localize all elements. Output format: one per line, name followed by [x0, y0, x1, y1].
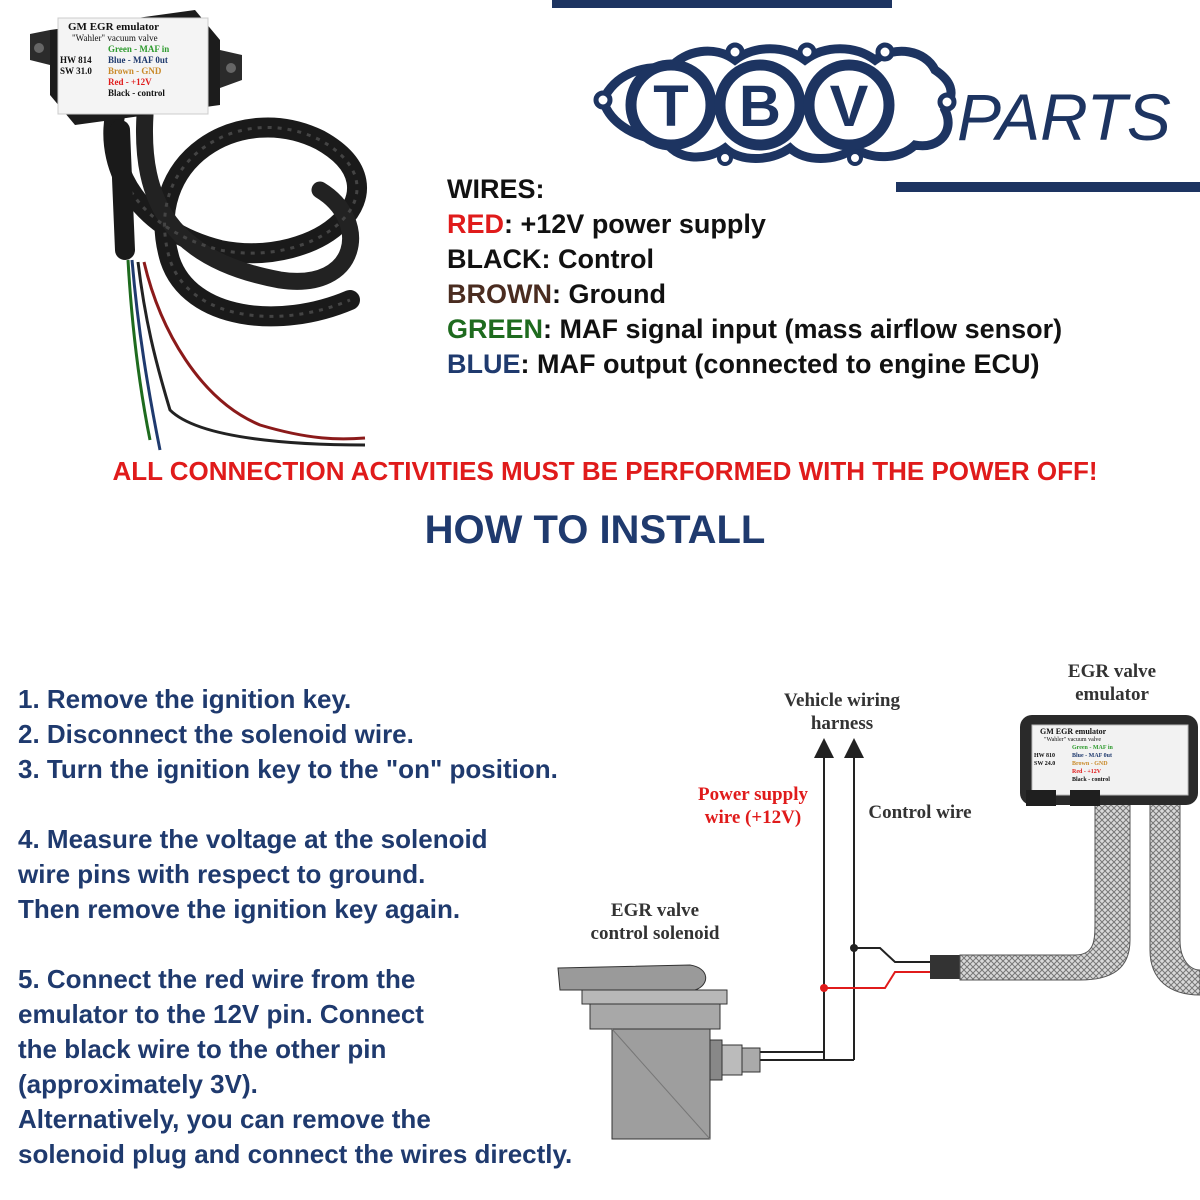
wires-legend: WIRES: RED: +12V power supply BLACK: Con… — [447, 172, 1062, 382]
device-label: GM EGR emulator "Wahler" vacuum valve HW… — [60, 22, 200, 99]
mini-label-hw: HW 810 — [1034, 753, 1056, 759]
mini-label-subtitle: "Wahler" vacuum valve — [1044, 737, 1102, 743]
wire-desc: : MAF output (connected to engine ECU) — [520, 349, 1040, 379]
power-label-line: wire (+12V) — [704, 807, 802, 828]
wire-name-brown: BROWN — [447, 279, 552, 309]
step-4-line: 4. Measure the voltage at the solenoid — [18, 824, 488, 854]
mini-label-line: Blue - MAF 0ut — [1072, 753, 1112, 759]
mini-label-sw: SW 24.0 — [1034, 761, 1056, 767]
power-supply-label: Power supply wire (+12V) — [680, 783, 826, 829]
solenoid-label-line: EGR valve — [610, 900, 700, 921]
device-label-line: Brown - GND — [108, 66, 162, 76]
wire-name-green: GREEN — [447, 314, 544, 344]
wire-desc: : Control — [541, 244, 654, 274]
logo-letter: V — [830, 74, 869, 139]
step-5-line: Alternatively, you can remove the — [18, 1104, 431, 1134]
harness-label: Vehicle wiring harness — [762, 689, 922, 735]
wiring-diagram — [557, 715, 1200, 1140]
mini-label-line: Red - +12V — [1072, 769, 1102, 775]
junction-dot — [850, 944, 858, 952]
solenoid-label: EGR valve control solenoid — [575, 899, 735, 945]
device-label-line: Black - control — [108, 88, 165, 98]
mini-label-line: Green - MAF in — [1072, 745, 1113, 751]
device-label-subtitle: "Wahler" vacuum valve — [72, 33, 158, 43]
step-5-line: emulator to the 12V pin. Connect — [18, 999, 424, 1029]
wire-name-black: BLACK — [447, 244, 542, 274]
power-off-warning: ALL CONNECTION ACTIVITIES MUST BE PERFOR… — [112, 456, 1098, 486]
mini-label-title: GM EGR emulator — [1040, 727, 1107, 736]
step-5-line: the black wire to the other pin — [18, 1034, 387, 1064]
harness-label-line: Vehicle wiring — [784, 690, 900, 711]
device-label-line: Red - +12V — [108, 77, 152, 87]
install-steps: 1. Remove the ignition key. 2. Disconnec… — [18, 682, 572, 1172]
device-label-sw: SW 31.0 — [60, 66, 92, 76]
wire-desc: : Ground — [551, 279, 666, 309]
step-5-line: solenoid plug and connect the wires dire… — [18, 1139, 573, 1169]
step-1: 1. Remove the ignition key. — [18, 684, 352, 714]
logo-letter: B — [739, 74, 781, 139]
step-4-line: wire pins with respect to ground. — [18, 859, 426, 889]
harness-label-line: harness — [810, 713, 874, 734]
wire-desc: : MAF signal input (mass airflow sensor) — [543, 314, 1063, 344]
control-wire-label: Control wire — [868, 802, 972, 823]
diagram-device-label: GM EGR emulator "Wahler" vacuum valve HW… — [1034, 728, 1186, 784]
emulator-label-line: EGR valve — [1067, 661, 1157, 682]
device-label-title: GM EGR emulator — [68, 21, 160, 33]
junction-dot — [820, 984, 828, 992]
power-label-line: Power supply — [698, 784, 808, 805]
logo-underline-bar — [896, 182, 1200, 192]
step-5-line: (approximately 3V). — [18, 1069, 258, 1099]
emulator-label: EGR valve emulator — [1042, 660, 1182, 706]
wire-desc: : +12V power supply — [504, 209, 766, 239]
solenoid-label-line: control solenoid — [590, 923, 720, 944]
step-5-line: 5. Connect the red wire from the — [18, 964, 416, 994]
logo-letter: T — [653, 74, 688, 139]
wire-name-blue: BLUE — [447, 349, 521, 379]
mini-label-line: Brown - GND — [1072, 761, 1108, 767]
wires-heading: WIRES: — [447, 174, 545, 204]
device-label-hw: HW 814 — [60, 55, 92, 65]
step-4-line: Then remove the ignition key again. — [18, 894, 461, 924]
device-label-line: Green - MAF in — [108, 44, 170, 54]
emulator-label-line: emulator — [1075, 684, 1149, 705]
how-to-install-heading: HOW TO INSTALL — [424, 508, 766, 552]
wire-name-red: RED — [447, 209, 505, 239]
emulator-product-photo — [30, 10, 367, 451]
step-3: 3. Turn the ignition key to the "on" pos… — [18, 754, 558, 784]
mini-label-line: Black - control — [1072, 777, 1110, 783]
tbv-parts-logo: T B V PARTS — [593, 42, 1171, 166]
header-accent-bar — [552, 0, 892, 8]
device-label-line: Blue - MAF 0ut — [108, 55, 168, 65]
logo-word: PARTS — [957, 80, 1171, 154]
step-2: 2. Disconnect the solenoid wire. — [18, 719, 414, 749]
